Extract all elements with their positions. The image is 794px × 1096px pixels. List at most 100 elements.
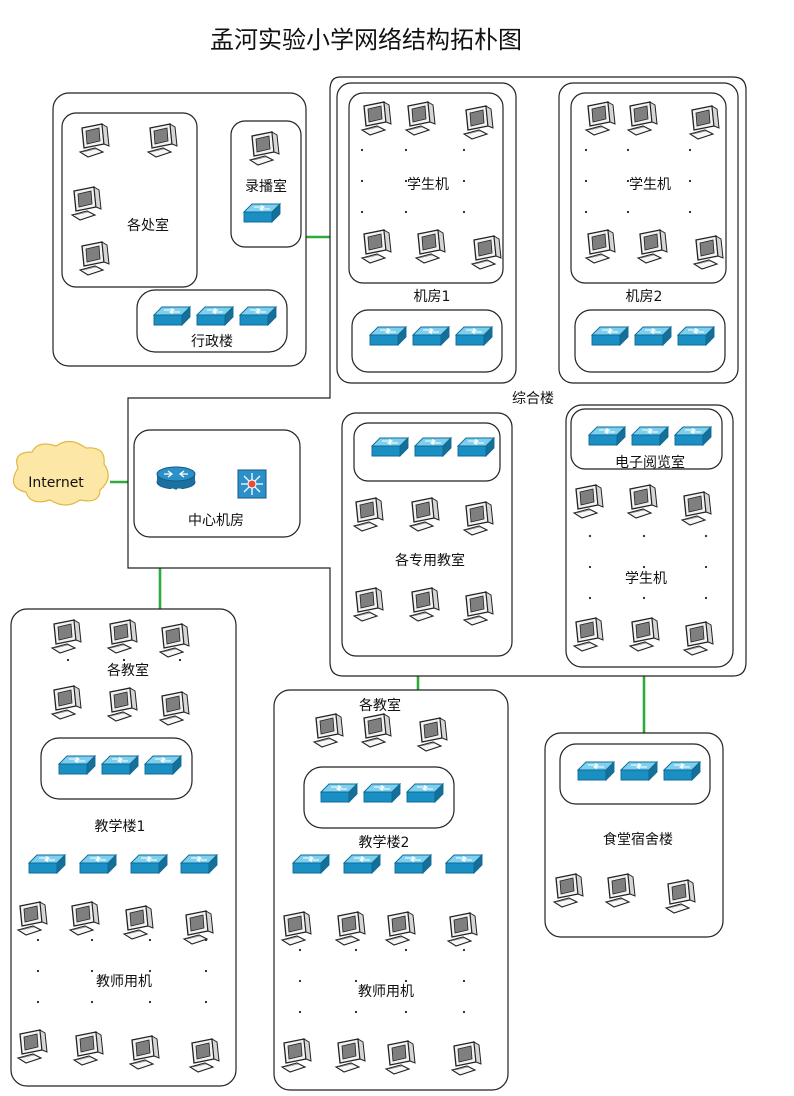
switch-icon	[371, 437, 409, 457]
ellipsis-dot	[122, 658, 126, 662]
tb2-label: 教学楼2	[359, 835, 410, 851]
canteen-label: 食堂宿舍楼	[603, 831, 673, 848]
switch-icon	[79, 854, 117, 874]
ellipsis-dot	[642, 565, 646, 569]
ellipsis-dot	[298, 1010, 302, 1014]
ellipsis-dot	[704, 596, 708, 600]
ellipsis-dot	[204, 969, 208, 973]
ellipsis-dot	[90, 1000, 94, 1004]
switch-icon	[455, 326, 493, 346]
switch-icon	[292, 854, 330, 874]
ellipsis-dot	[688, 210, 692, 214]
ellipsis-dot	[584, 179, 588, 183]
lab2-students-label: 学生机	[629, 177, 671, 193]
ellipsis-dot	[354, 1010, 358, 1014]
ellipsis-dot	[588, 596, 592, 600]
ellipsis-dot	[588, 565, 592, 569]
ellipsis-dot	[584, 210, 588, 214]
ellipsis-dot	[462, 948, 466, 952]
teaching-building-1-box	[10, 608, 237, 1087]
ellipsis-dot	[360, 179, 364, 183]
ellipsis-dot	[704, 565, 708, 569]
ellipsis-dot	[404, 1010, 408, 1014]
internet-cloud-icon	[12, 440, 109, 506]
center-room-box	[133, 429, 301, 538]
lab2-label: 机房2	[626, 289, 663, 305]
switch-icon	[591, 326, 629, 346]
ellipsis-dot	[360, 148, 364, 152]
ellipsis-dot	[148, 969, 152, 973]
router-badge: OR	[169, 488, 184, 498]
ellipsis-dot	[404, 179, 408, 183]
router-icon	[156, 466, 196, 490]
reading-students-label: 学生机	[625, 571, 667, 587]
switch-icon	[577, 761, 615, 781]
ellipsis-dot	[404, 948, 408, 952]
ellipsis-dot	[462, 979, 466, 983]
switch-icon	[343, 854, 381, 874]
diagram-title: 孟河实验小学网络结构拓朴图	[210, 26, 522, 54]
switch-icon	[180, 854, 218, 874]
switch-icon	[663, 761, 701, 781]
switch-icon	[196, 306, 234, 326]
ellipsis-dots	[36, 148, 708, 1014]
tb1-teachers-label: 教师用机	[96, 974, 152, 990]
ellipsis-dot	[588, 534, 592, 538]
internet-label: Internet	[28, 475, 84, 491]
switch-icon	[457, 437, 495, 457]
lab1-label: 机房1	[414, 289, 451, 305]
ellipsis-dot	[704, 534, 708, 538]
switch-icon	[144, 755, 182, 775]
switch-icon	[620, 761, 658, 781]
switch-icon	[394, 854, 432, 874]
ellipsis-dot	[148, 938, 152, 942]
switch-icon	[677, 326, 715, 346]
ellipsis-dot	[462, 210, 466, 214]
ellipsis-dot	[354, 948, 358, 952]
ellipsis-dot	[688, 179, 692, 183]
switch-icon	[239, 306, 277, 326]
ellipsis-dot	[462, 148, 466, 152]
switch-icon	[58, 755, 96, 775]
switch-icon	[320, 783, 358, 803]
tb2-teachers-label: 教师用机	[358, 984, 414, 1000]
center-room-label: 中心机房	[188, 513, 244, 529]
ellipsis-dot	[298, 979, 302, 983]
tb2-classrooms-label: 各教室	[359, 697, 401, 714]
core-switch-icon	[237, 469, 267, 499]
recording-room-label: 录播室	[245, 178, 287, 195]
ellipsis-dot	[90, 969, 94, 973]
switch-icon	[674, 426, 712, 446]
ellipsis-dot	[360, 210, 364, 214]
switch-icon	[412, 326, 450, 346]
ellipsis-dot	[626, 148, 630, 152]
switch-icon	[101, 755, 139, 775]
ellipsis-dot	[626, 210, 630, 214]
ellipsis-dot	[462, 1010, 466, 1014]
ellipsis-dot	[204, 1000, 208, 1004]
switch-icon	[153, 306, 191, 326]
ellipsis-dot	[354, 979, 358, 983]
special-classrooms-label: 各专用教室	[395, 552, 465, 569]
ellipsis-dot	[462, 179, 466, 183]
ellipsis-dot	[178, 658, 182, 662]
teaching-building-2-box	[273, 689, 509, 1091]
lab1-students-label: 学生机	[407, 177, 449, 193]
ellipsis-dot	[90, 938, 94, 942]
ellipsis-dot	[404, 979, 408, 983]
ellipsis-dot	[626, 179, 630, 183]
ellipsis-dot	[642, 534, 646, 538]
admin-offices-label: 各处室	[127, 217, 169, 234]
tb1-classrooms-label: 各教室	[107, 662, 149, 679]
switch-icon	[130, 854, 168, 874]
ellipsis-dot	[404, 148, 408, 152]
switch-icon	[631, 426, 669, 446]
ellipsis-dot	[584, 148, 588, 152]
switch-icon	[369, 326, 407, 346]
switch-icon	[406, 783, 444, 803]
admin-building-label: 行政楼	[191, 334, 233, 350]
switch-icon	[445, 854, 483, 874]
ellipsis-dot	[66, 658, 70, 662]
reading-room-box	[565, 404, 734, 668]
